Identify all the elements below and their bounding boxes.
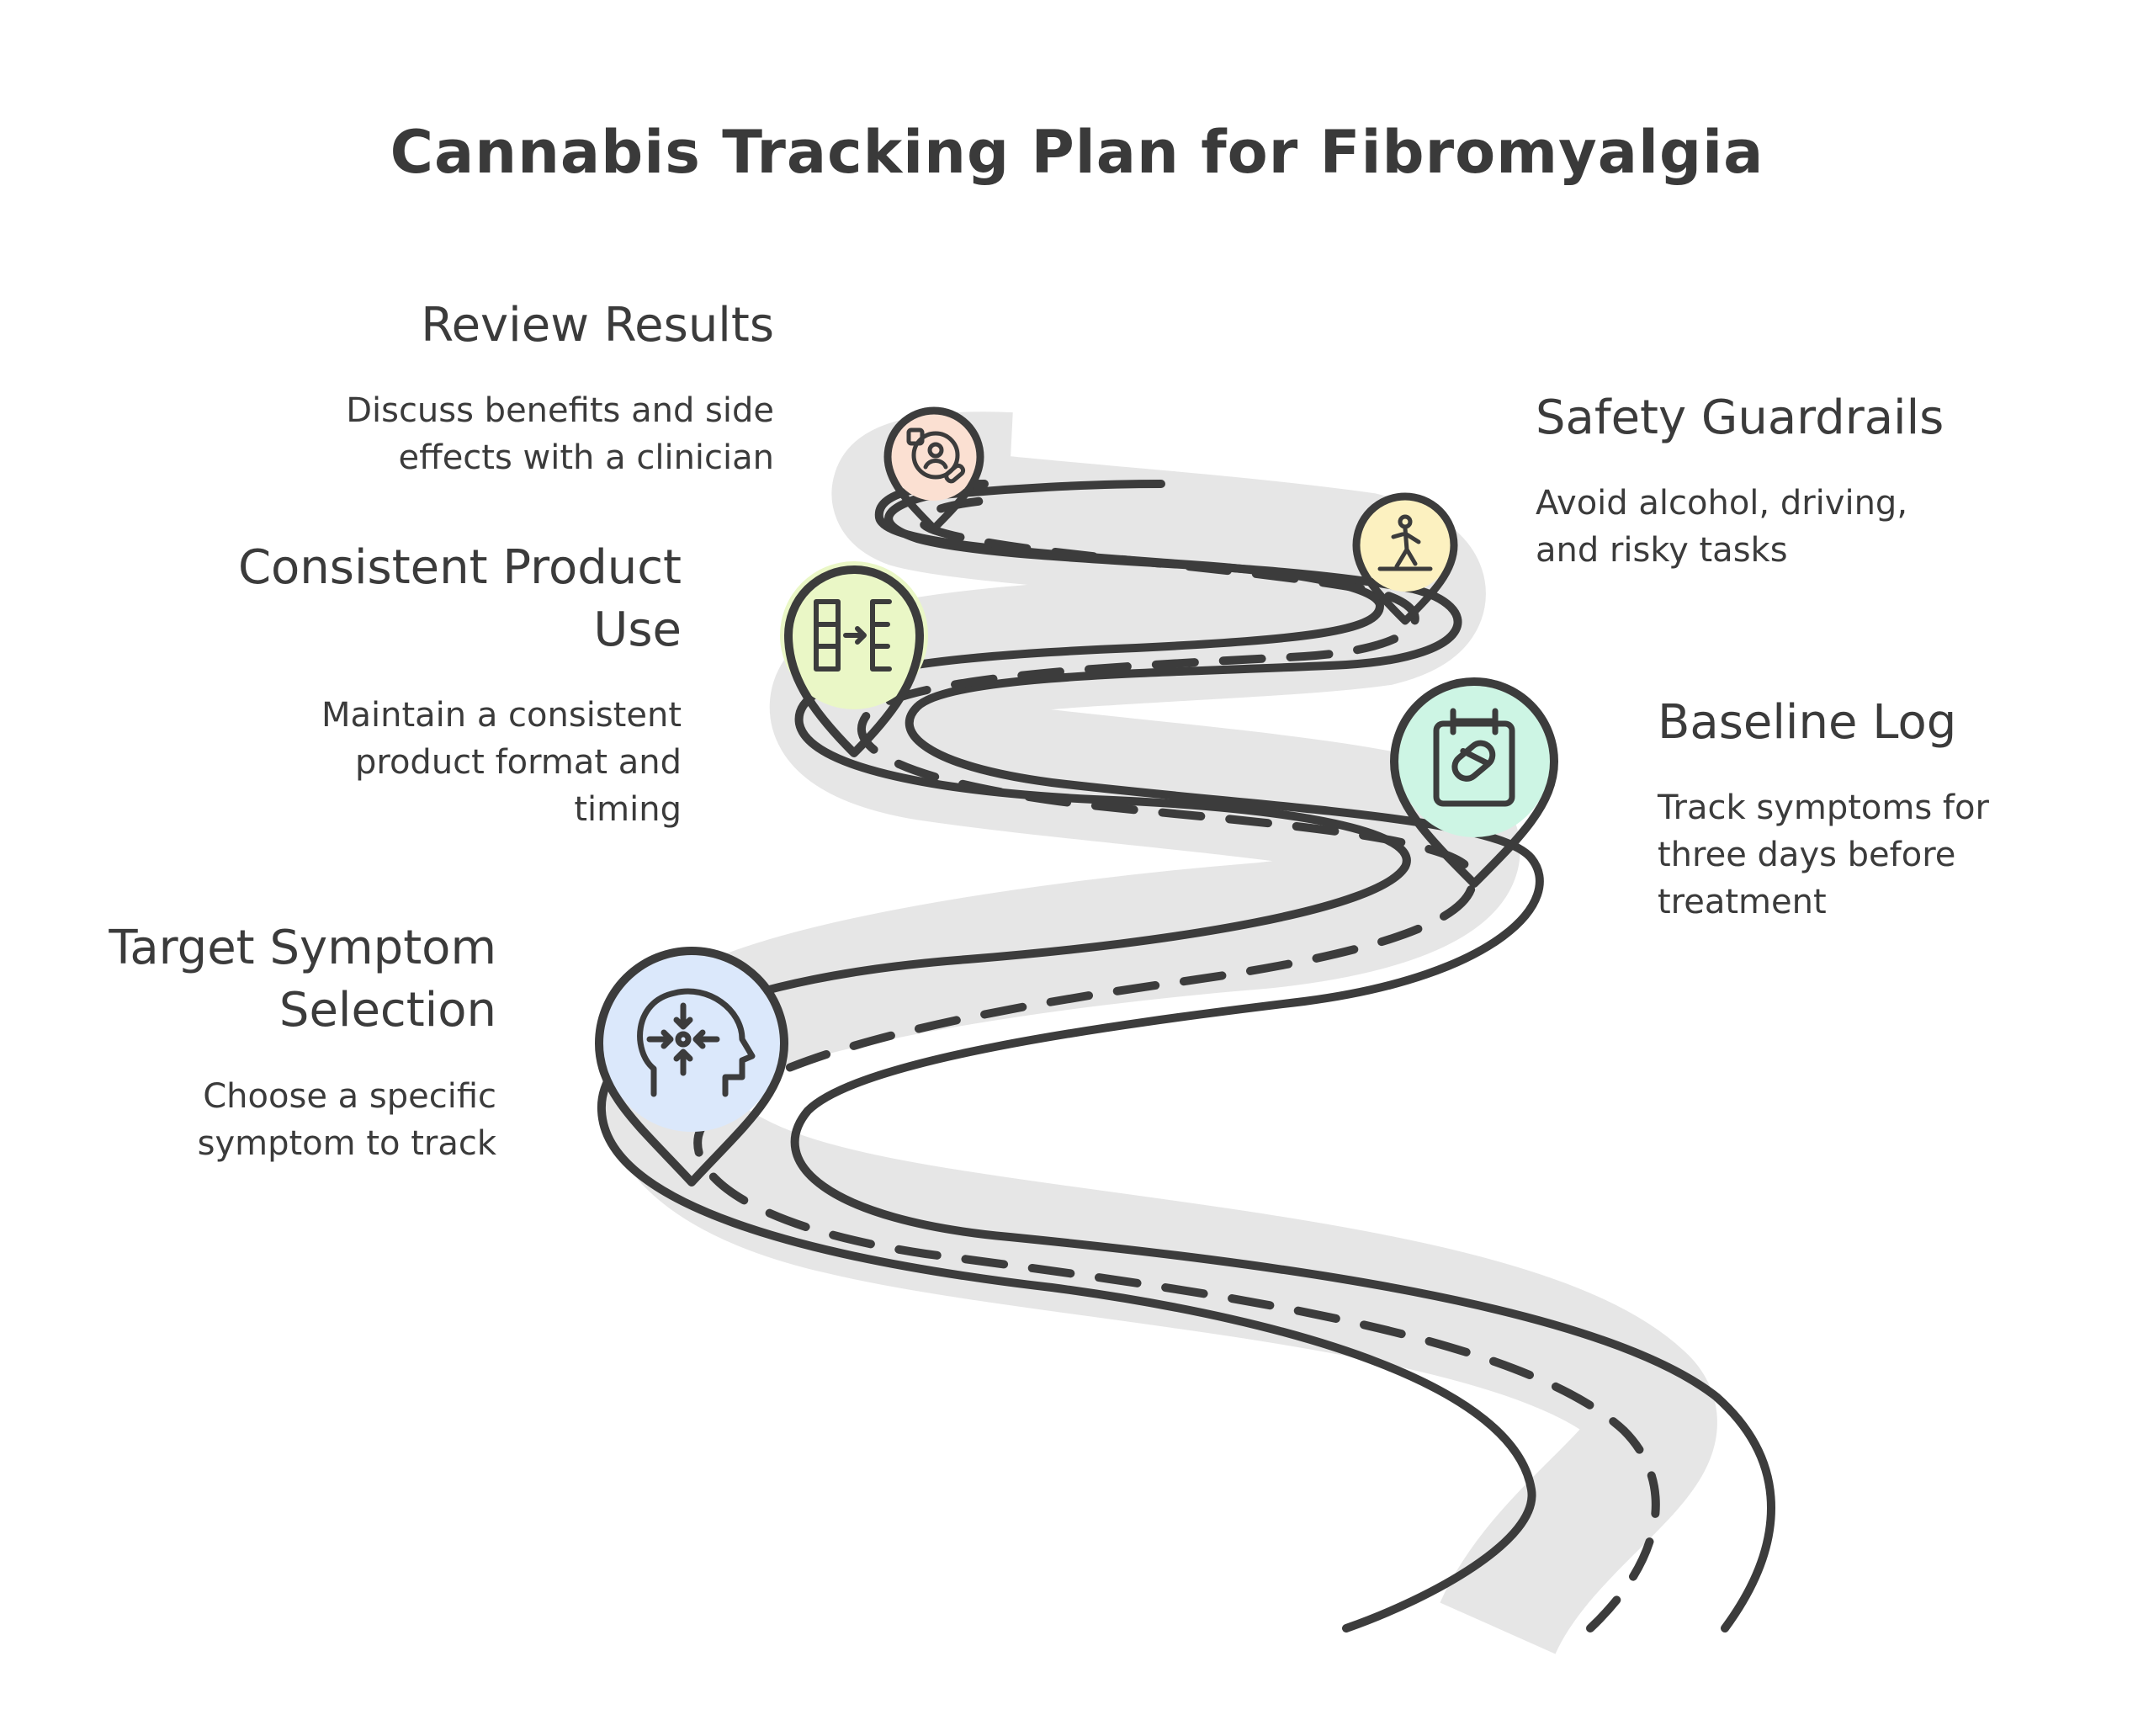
pin-outline: [1390, 677, 1558, 888]
step-desc-target-symptom: Choose a specific symptom to track: [197, 1077, 496, 1163]
head-focus-icon: [637, 988, 756, 1097]
step-title-target-symptom: Target Symptom Selection: [109, 921, 496, 1038]
pin-outline: [784, 565, 924, 757]
pin-fill: [1398, 686, 1550, 837]
pin-outline: [1352, 492, 1458, 625]
pin-fill: [603, 955, 780, 1132]
step-title-safety-guardrails: Safety Guardrails: [1536, 390, 1944, 445]
warning-figure-icon: [1377, 514, 1433, 571]
pill-calendar-icon: [1433, 708, 1515, 807]
road-center-dash: [693, 496, 1660, 1632]
page-title: Cannabis Tracking Plan for Fibromyalgia: [390, 118, 1764, 187]
pin-outline: [883, 406, 984, 533]
step-desc-review-results: Discuss benefits and side effects with a…: [346, 391, 774, 477]
step-desc-safety-guardrails: Avoid alcohol, driving, and risky tasks: [1536, 484, 1908, 570]
pin-consistent-use: [780, 561, 928, 757]
pin-baseline-log: [1390, 677, 1558, 888]
sort-arrange-icon: [814, 599, 892, 672]
pin-outline: [595, 947, 788, 1187]
step-title-consistent-use: Consistent Product Use: [237, 540, 682, 657]
step-desc-baseline-log: Track symptoms for three days before tre…: [1658, 788, 1989, 921]
clinician-review-icon: [906, 427, 966, 484]
pin-safety-guardrails: [1352, 492, 1458, 625]
step-title-review-results: Review Results: [421, 298, 774, 353]
pin-target-symptom: [595, 947, 788, 1187]
pin-review-results: [883, 406, 984, 533]
step-title-baseline-log: Baseline Log: [1658, 695, 1957, 750]
step-desc-consistent-use: Maintain a consistent product format and…: [321, 696, 682, 829]
